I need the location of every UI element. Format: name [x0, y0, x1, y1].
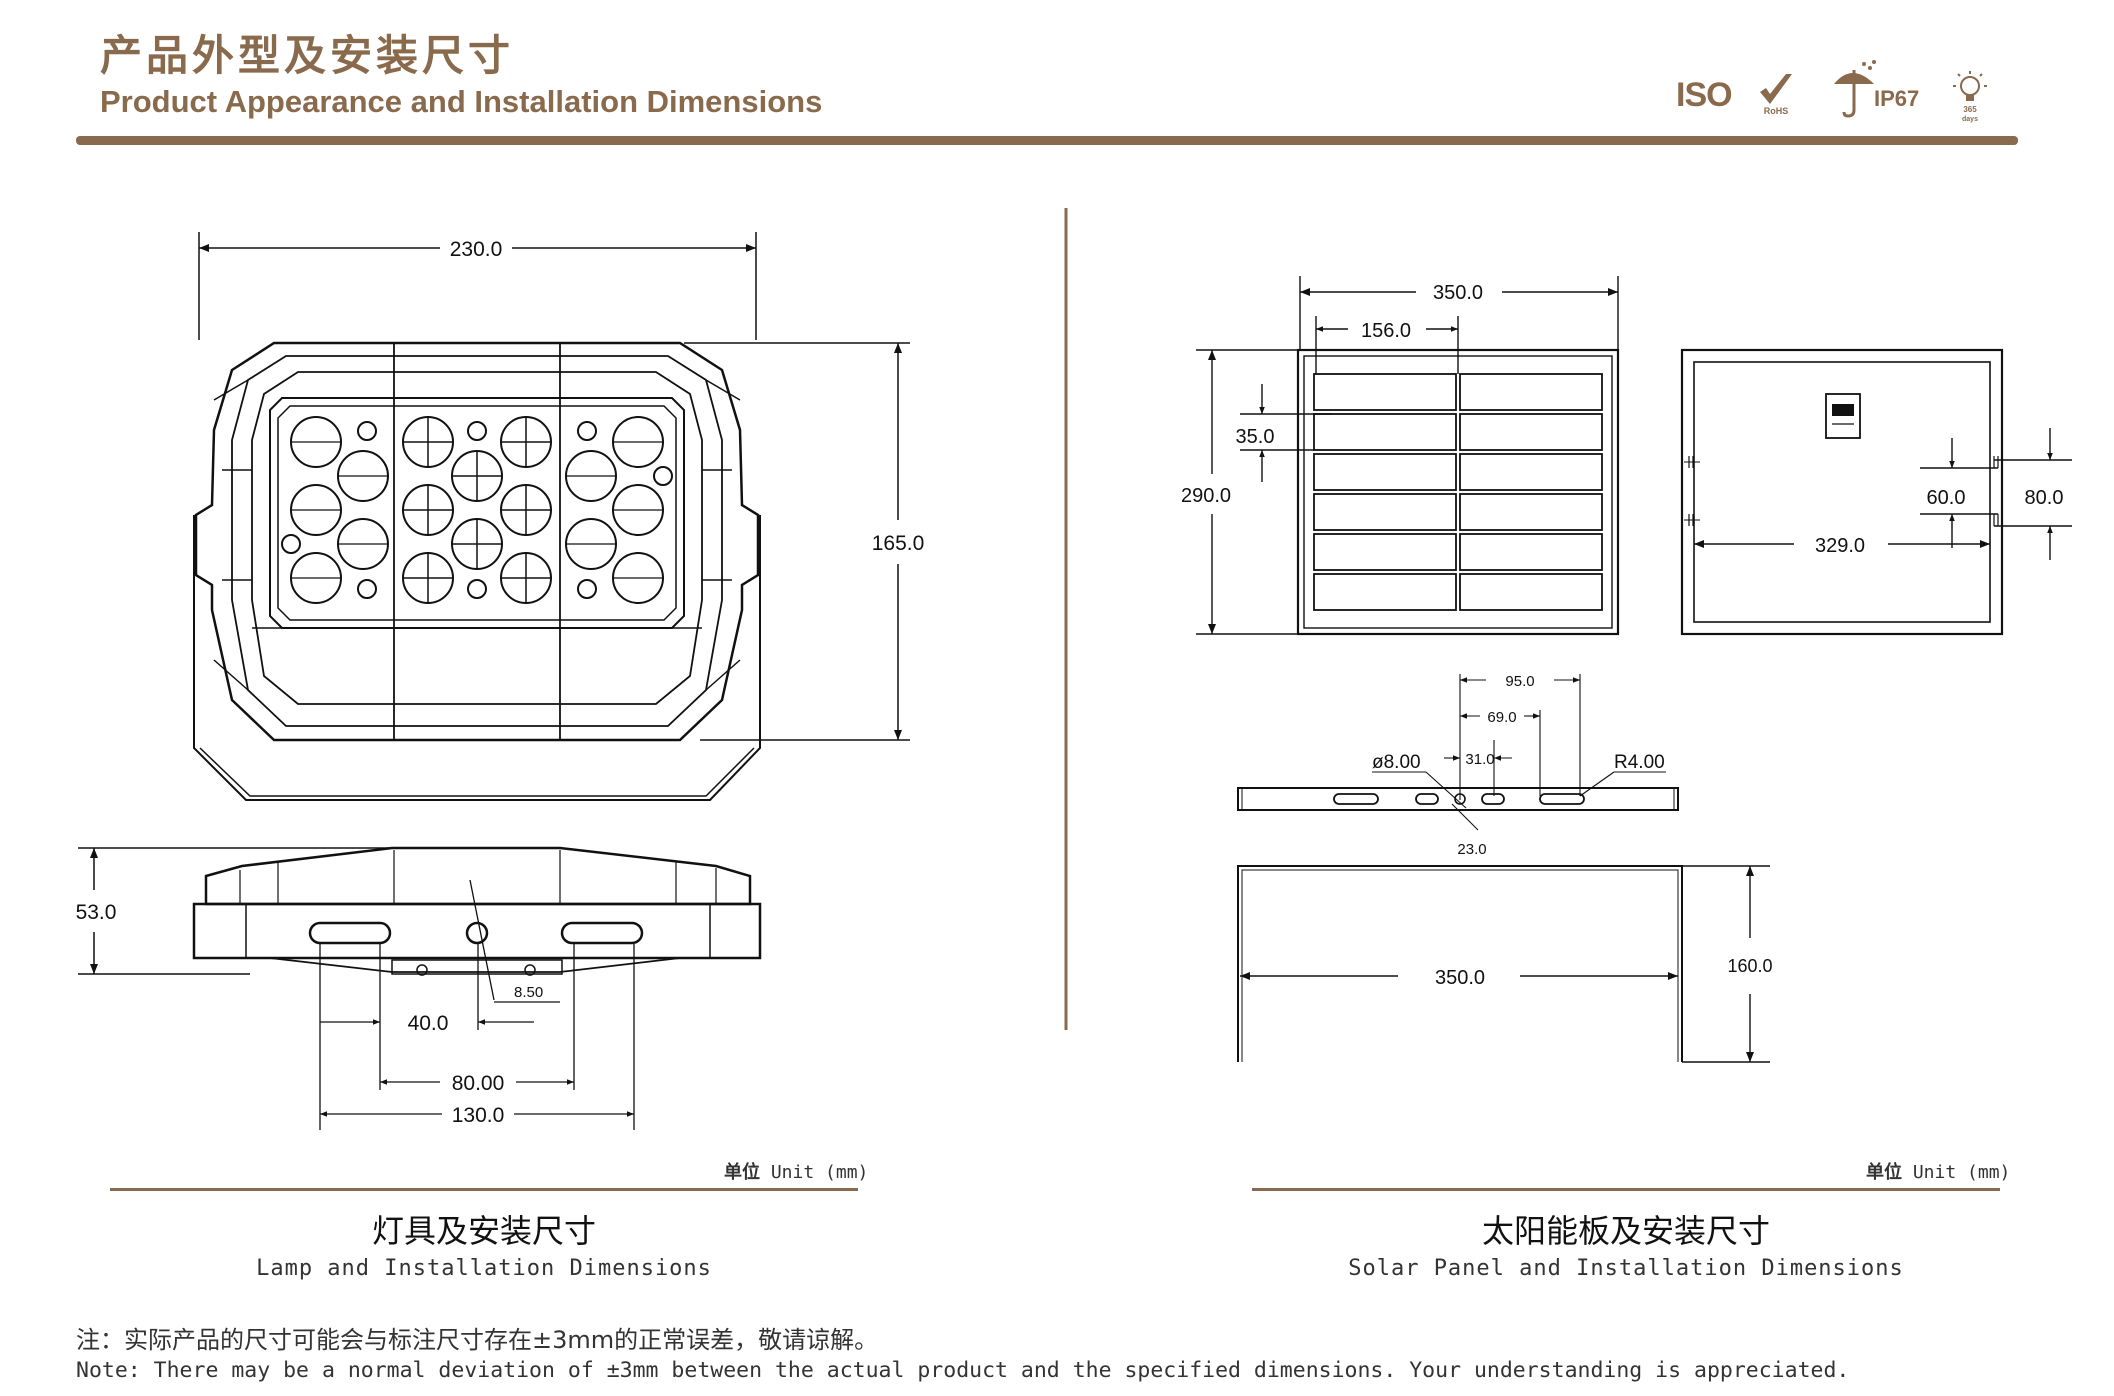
solar-section-rule — [1252, 1188, 2000, 1191]
lamp-offset-dimension — [319, 944, 635, 1130]
lamp-hole-dimension — [469, 879, 560, 1003]
page-title-en: Product Appearance and Installation Dime… — [100, 84, 823, 119]
bracket-hole-label: ø8.00 — [1372, 752, 1421, 773]
solar-mount-inner-dimension — [1920, 438, 1998, 548]
bracket-31-label: 31.0 — [1465, 751, 1494, 768]
rohs-icon: RoHS — [1760, 74, 1792, 116]
solar-height-label: 290.0 — [1181, 485, 1231, 507]
solar-mount-outer-dimension — [1994, 428, 2072, 560]
lamp-caption-cn: 灯具及安装尺寸 — [371, 1212, 596, 1250]
bracket-hole-leader — [1372, 771, 1467, 809]
deviation-note-cn: 注：实际产品的尺寸可能会与标注尺寸存在±3mm的正常误差，敬请谅解。 — [76, 1326, 879, 1354]
solar-width-label: 350.0 — [1433, 282, 1483, 304]
bulb-icon: 365 days — [1953, 71, 1987, 123]
lamp-front-view — [193, 341, 761, 801]
lamp-caption-en: Lamp and Installation Dimensions — [256, 1256, 712, 1281]
bracket-side-view — [1237, 865, 1683, 1062]
solar-cell-width-label: 156.0 — [1361, 320, 1411, 342]
bracket-23-label: 23.0 — [1457, 841, 1486, 858]
solar-width-dimension — [1299, 276, 1619, 350]
umbrella-icon: IP67 — [1834, 60, 1919, 118]
bracket-69-label: 69.0 — [1487, 709, 1516, 726]
deviation-note-en: Note: There may be a normal deviation of… — [76, 1358, 1850, 1383]
bracket-31-dimension — [1444, 740, 1512, 796]
bracket-width-label: 350.0 — [1435, 967, 1485, 989]
lamp-side-view — [192, 846, 762, 976]
lamp-unit-en: Unit (mm) — [770, 1162, 869, 1183]
bracket-95-dimension — [1459, 674, 1581, 800]
lamp-width-dimension — [198, 232, 757, 340]
lamp-slot-span-label: 130.0 — [452, 1104, 505, 1127]
ip-rating: IP67 — [1874, 86, 1919, 111]
lamp-slot-spacing-label: 80.00 — [452, 1072, 505, 1095]
solar-cell-height-dimension — [1240, 384, 1332, 482]
lamp-hole-label: 8.50 — [514, 984, 543, 1001]
bracket-95-label: 95.0 — [1505, 673, 1534, 690]
solar-caption-en: Solar Panel and Installation Dimensions — [1348, 1256, 1904, 1281]
page-title-cn: 产品外型及安装尺寸 — [100, 31, 515, 80]
header-divider — [76, 136, 2018, 145]
bracket-23-dimension — [1451, 803, 1479, 831]
bracket-radius-label: R4.00 — [1614, 752, 1665, 773]
solar-rear-width-label: 329.0 — [1815, 535, 1865, 557]
lamp-height-label: 165.0 — [872, 532, 925, 555]
solar-cell-height-label: 35.0 — [1236, 426, 1275, 448]
bracket-radius-leader — [1579, 771, 1666, 797]
days-number: 365 — [1963, 105, 1977, 114]
lamp-unit-note: 单位 Unit (mm) — [724, 1158, 868, 1184]
iso-badge: ISO — [1676, 76, 1733, 114]
solar-panel-rear — [1680, 348, 2004, 636]
lamp-section-rule — [110, 1188, 858, 1191]
days-word: days — [1962, 116, 1978, 123]
solar-unit-cn: 单位 — [1866, 1162, 1902, 1183]
bracket-height-label: 160.0 — [1727, 956, 1772, 976]
solar-unit-note: 单位 Unit (mm) — [1866, 1158, 2010, 1184]
lamp-width-label: 230.0 — [450, 238, 503, 261]
lamp-depth-dimension — [78, 847, 394, 975]
lamp-depth-label: 53.0 — [76, 901, 117, 924]
lamp-height-dimension — [684, 342, 910, 741]
solar-height-dimension — [1196, 349, 1298, 635]
solar-caption-cn: 太阳能板及安装尺寸 — [1481, 1212, 1770, 1250]
solar-mount-inner-label: 60.0 — [1927, 487, 1966, 509]
solar-panel-front — [1296, 348, 1620, 636]
solar-unit-en: Unit (mm) — [1912, 1162, 2011, 1183]
solar-mount-outer-label: 80.0 — [2025, 487, 2064, 509]
solar-cell-width-dimension — [1315, 316, 1459, 374]
lamp-offset-label: 40.0 — [408, 1012, 449, 1035]
bracket-height-dimension — [1682, 865, 1770, 1063]
bracket-top-view — [1237, 787, 1679, 811]
lamp-unit-cn: 单位 — [724, 1162, 760, 1183]
rohs-label: RoHS — [1764, 106, 1789, 116]
